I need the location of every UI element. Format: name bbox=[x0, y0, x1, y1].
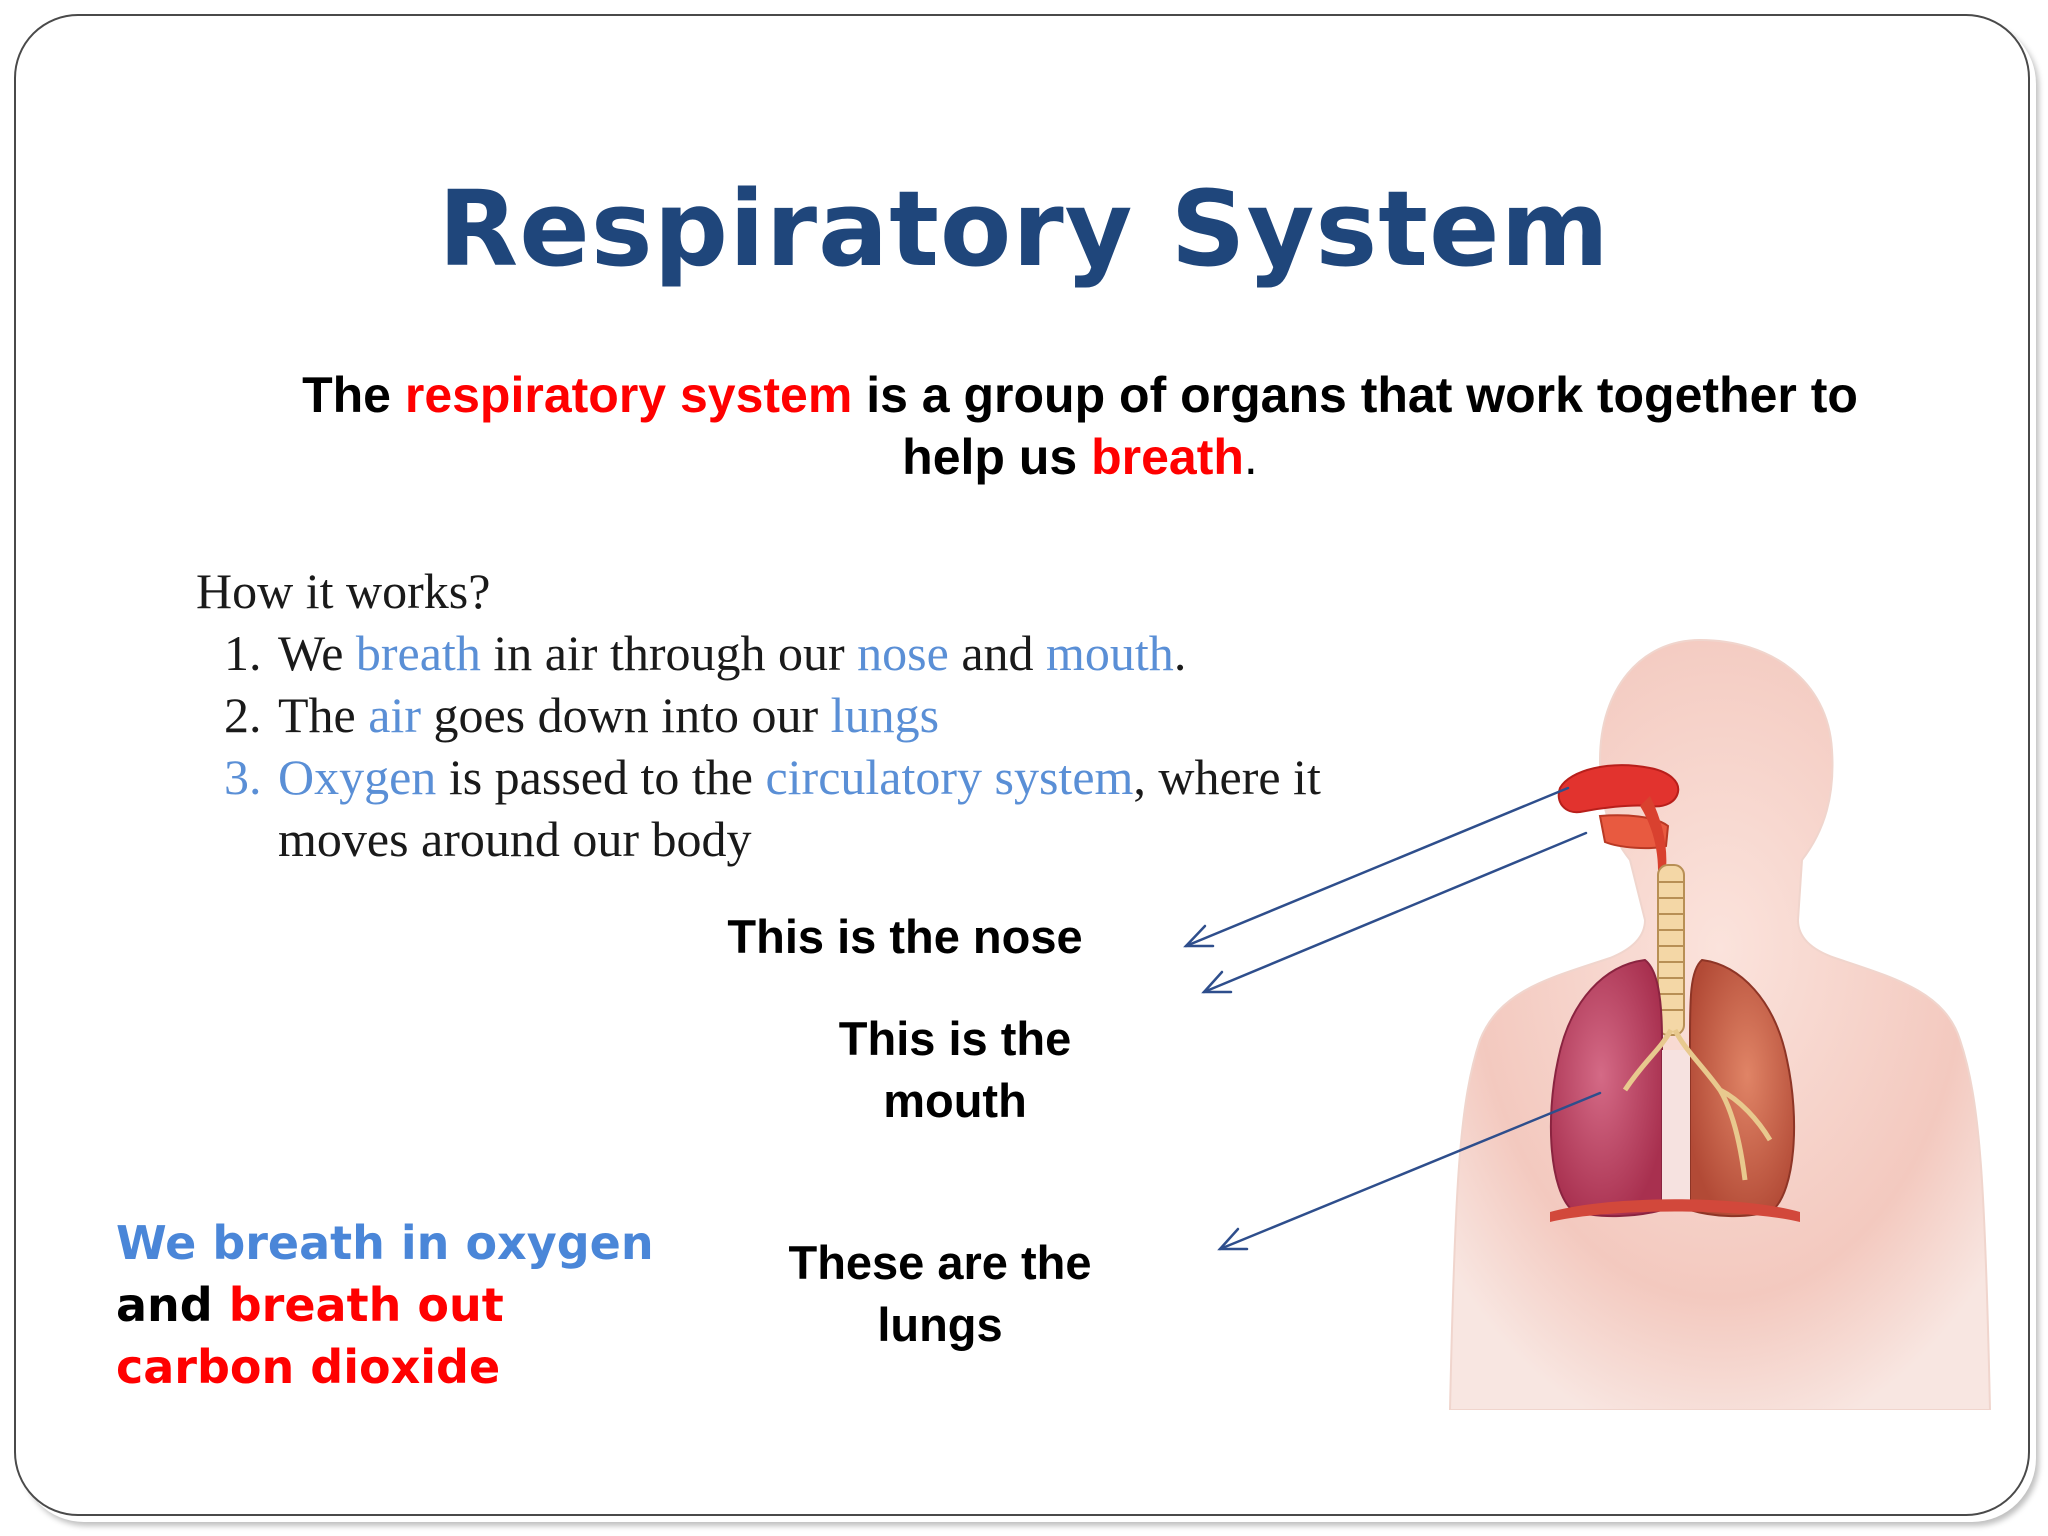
label-nose: This is the nose bbox=[727, 910, 1083, 963]
respiratory-anatomy-illustration bbox=[1448, 638, 1992, 1410]
intro-highlight-respiratory-system: respiratory system bbox=[404, 367, 853, 423]
list-item: Oxygen is passed to the circulatory syst… bbox=[274, 746, 1396, 870]
list-item: The air goes down into our lungs bbox=[274, 684, 1396, 746]
arrow-to-lungs-label bbox=[1217, 1091, 1602, 1251]
how-it-works: How it works? We breath in air through o… bbox=[196, 560, 1396, 870]
how-heading: How it works? bbox=[196, 563, 491, 619]
left-lung bbox=[1549, 958, 1663, 1218]
arrow-to-nose-label bbox=[1183, 786, 1570, 948]
diaphragm bbox=[1550, 1199, 1800, 1222]
label-mouth: This is the mouth bbox=[838, 1012, 1072, 1127]
intro-text: The respiratory system is a group of org… bbox=[302, 367, 1858, 485]
slide-title: Respiratory System bbox=[438, 168, 1610, 290]
trachea bbox=[1657, 864, 1685, 1036]
arrow-to-mouth-label bbox=[1201, 831, 1588, 994]
label-lungs: These are the lungs bbox=[788, 1236, 1092, 1351]
list-item: We breath in air through our nose and mo… bbox=[274, 622, 1396, 684]
intro-highlight-breath: breath bbox=[1091, 429, 1244, 485]
right-lung bbox=[1689, 958, 1796, 1218]
how-steps-list: We breath in air through our nose and mo… bbox=[196, 622, 1396, 870]
summary-text: We breath in oxygen and breath out carbo… bbox=[116, 1216, 654, 1394]
